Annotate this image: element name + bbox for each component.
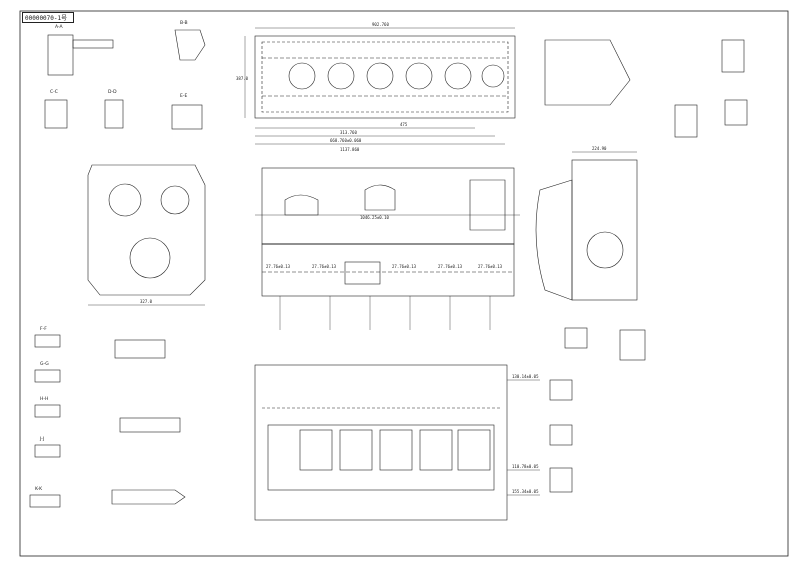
detail-a-shank xyxy=(72,39,114,49)
front-view-upper xyxy=(261,167,515,245)
front-port-2 xyxy=(364,184,396,211)
cylinder-bore-4 xyxy=(405,62,433,90)
detail-f-body xyxy=(34,334,61,348)
section-label-g: G-G xyxy=(40,361,49,367)
left-view-outline xyxy=(87,164,206,296)
sheet-border xyxy=(19,10,789,557)
detail-k-body xyxy=(29,494,61,508)
dim-front-e: 27.76±0.13 xyxy=(478,264,503,269)
detail-right-5 xyxy=(564,327,588,349)
detail-a-body xyxy=(47,34,74,76)
detail-right-8 xyxy=(549,424,573,446)
detail-e-body xyxy=(171,104,203,130)
bottom-view xyxy=(254,364,540,521)
dim-bottom-right-3: 155.34±0.05 xyxy=(512,489,539,494)
dim-front-a: 27.76±0.13 xyxy=(266,264,291,269)
front-flange xyxy=(469,179,506,231)
cylinder-bore-1 xyxy=(288,62,316,90)
section-label-f: F-F xyxy=(40,326,47,332)
dim-front-b: 27.76±0.13 xyxy=(312,264,337,269)
bottom-view-outline xyxy=(254,364,508,521)
front-view xyxy=(255,167,520,330)
bottom-pocket-2 xyxy=(339,429,373,471)
bottom-pocket-5 xyxy=(457,429,491,471)
detail-right-7 xyxy=(549,379,573,401)
detail-c-body xyxy=(44,99,68,129)
right-side-view xyxy=(535,151,638,301)
detail-b-body xyxy=(174,29,206,61)
dim-bottom-right-2: 110.78±0.05 xyxy=(512,464,539,469)
detail-g-body xyxy=(34,369,61,383)
dim-top-height: 387.0 xyxy=(236,76,249,81)
left-side-view xyxy=(87,164,206,306)
detail-f-shank xyxy=(114,339,166,359)
dim-top-width: 902.760 xyxy=(372,22,389,27)
section-label-b: B-B xyxy=(180,20,188,26)
detail-h-shank xyxy=(119,417,181,433)
section-label-k: K-K xyxy=(35,486,43,492)
dim-front-c: 27.76±0.13 xyxy=(392,264,417,269)
dim-front-d: 27.76±0.13 xyxy=(438,264,463,269)
cylinder-bore-3 xyxy=(366,62,394,90)
detail-j-body xyxy=(34,444,61,458)
dim-top-bottom-1: 475 xyxy=(400,122,408,127)
front-port-1 xyxy=(284,194,319,216)
front-view-lower xyxy=(261,243,515,297)
bottom-view-inner xyxy=(267,424,495,491)
cylinder-bore-2 xyxy=(327,62,355,90)
top-view-outline xyxy=(254,35,516,119)
cylinder-bore-5 xyxy=(444,62,472,90)
left-view-bore-1 xyxy=(108,183,142,217)
top-view-inner xyxy=(261,41,509,113)
detail-right-9 xyxy=(549,467,573,493)
detail-right-4 xyxy=(674,104,698,138)
section-label-j: J-J xyxy=(39,436,44,442)
detail-right-3 xyxy=(724,99,748,126)
dim-top-bottom-4: 1137.860 xyxy=(340,147,360,152)
section-label-e: E-E xyxy=(180,93,187,99)
detail-h-body xyxy=(34,404,61,418)
front-cutout xyxy=(344,261,381,285)
detail-right-2 xyxy=(721,39,745,73)
detail-right-1 xyxy=(544,39,631,106)
bottom-pocket-1 xyxy=(299,429,333,471)
dim-front-width: 1046.25±0.10 xyxy=(360,215,389,220)
cylinder-bore-6 xyxy=(481,64,505,88)
right-view-wing xyxy=(535,179,573,301)
dim-left-bottom: 327.0 xyxy=(140,299,153,304)
right-view-outline xyxy=(571,159,638,301)
left-view-bore-3 xyxy=(129,237,171,279)
left-view-bore-2 xyxy=(160,185,190,215)
section-details-right xyxy=(544,39,748,493)
section-label-a: A-A xyxy=(55,24,64,30)
section-label-h: H-H xyxy=(40,396,48,402)
section-label-d: D-D xyxy=(108,89,117,95)
right-view-bore xyxy=(586,231,624,269)
detail-k-shank xyxy=(111,489,186,505)
top-view xyxy=(244,27,516,145)
section-label-c: C-C xyxy=(50,89,58,95)
bottom-pocket-4 xyxy=(419,429,453,471)
title-block-code: 00000070-1号 xyxy=(22,12,74,23)
dim-right-top: 224.90 xyxy=(592,146,607,151)
dim-bottom-right-1: 130.14±0.05 xyxy=(512,374,539,379)
dim-top-bottom-3: 668.760±0.060 xyxy=(330,138,362,143)
dim-top-bottom-2: 313.760 xyxy=(340,130,357,135)
detail-right-6 xyxy=(619,329,646,361)
detail-d-body xyxy=(104,99,124,129)
bottom-pocket-3 xyxy=(379,429,413,471)
section-details-left xyxy=(29,29,206,508)
